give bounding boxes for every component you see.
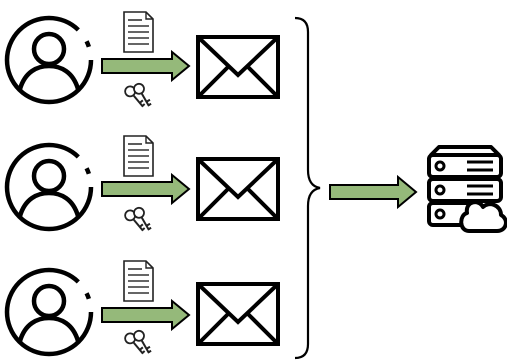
document-icon <box>123 260 154 302</box>
envelope-icon <box>196 282 280 346</box>
row-2 <box>7 135 280 235</box>
user-icon <box>7 18 91 102</box>
arrow-to-server <box>329 174 418 210</box>
keys-icon <box>122 80 155 111</box>
keys-icon <box>122 204 155 235</box>
document-icon <box>123 11 154 53</box>
arrow-user-to-envelope <box>101 174 190 204</box>
keys-icon <box>122 327 155 358</box>
row-3 <box>7 260 280 358</box>
envelope-icon <box>196 157 280 221</box>
row-1 <box>7 11 280 111</box>
grouping-brace <box>294 16 321 360</box>
server-cloud-icon <box>427 145 507 233</box>
arrow-user-to-envelope <box>101 300 190 330</box>
user-icon <box>7 145 91 229</box>
arrow-user-to-envelope <box>101 51 190 81</box>
envelope-icon <box>196 35 280 99</box>
user-icon <box>7 270 91 354</box>
document-icon <box>123 135 154 177</box>
